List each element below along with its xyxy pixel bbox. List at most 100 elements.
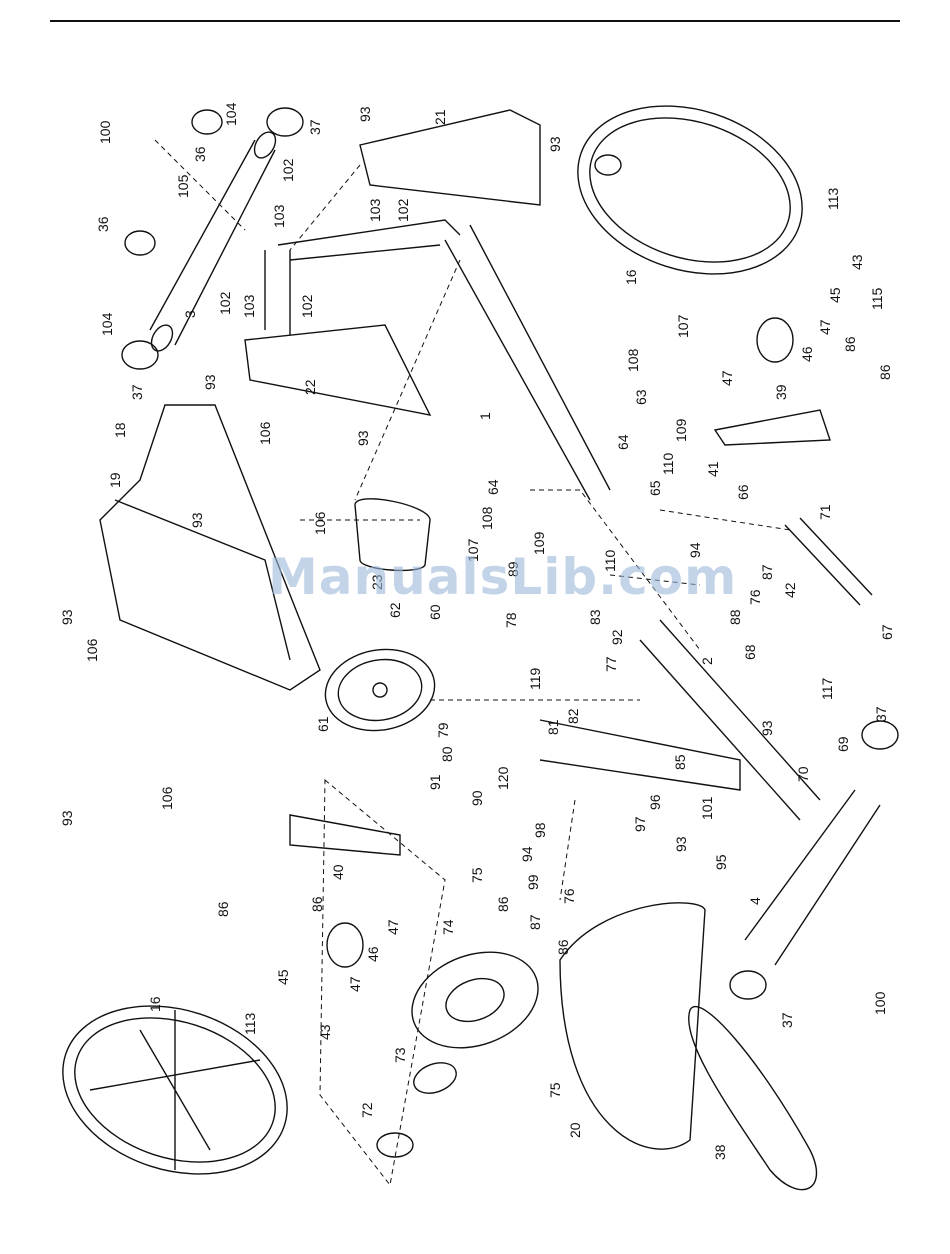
part-label-93: 93 bbox=[547, 136, 563, 152]
part-label-41: 41 bbox=[705, 461, 721, 477]
part-label-43: 43 bbox=[317, 1024, 333, 1040]
part-label-79: 79 bbox=[435, 722, 451, 738]
part-label-94: 94 bbox=[519, 846, 535, 862]
part-label-115: 115 bbox=[869, 287, 885, 310]
part-label-47: 47 bbox=[347, 976, 363, 992]
part-label-75: 75 bbox=[547, 1082, 563, 1098]
part-label-105: 105 bbox=[175, 174, 191, 198]
part-label-90: 90 bbox=[469, 790, 485, 806]
part-label-106: 106 bbox=[84, 638, 100, 662]
part-label-119: 119 bbox=[527, 667, 543, 690]
side-shield-right bbox=[577, 105, 803, 275]
part-label-83: 83 bbox=[587, 609, 603, 625]
part-label-40: 40 bbox=[330, 864, 346, 880]
part-label-81: 81 bbox=[545, 719, 561, 735]
part-label-22: 22 bbox=[302, 379, 318, 395]
crank-arm-left bbox=[289, 814, 401, 856]
upright-cover bbox=[359, 109, 541, 206]
part-label-93: 93 bbox=[202, 374, 218, 390]
part-label-120: 120 bbox=[495, 766, 511, 790]
part-label-86: 86 bbox=[495, 896, 511, 912]
part-label-82: 82 bbox=[565, 708, 581, 724]
part-label-43: 43 bbox=[849, 254, 865, 270]
part-label-93: 93 bbox=[189, 512, 205, 528]
part-label-61: 61 bbox=[315, 716, 331, 732]
part-label-107: 107 bbox=[675, 314, 691, 338]
part-label-108: 108 bbox=[625, 348, 641, 372]
part-label-110: 110 bbox=[602, 549, 618, 572]
part-label-77: 77 bbox=[603, 656, 619, 672]
part-label-69: 69 bbox=[835, 736, 851, 752]
part-label-46: 46 bbox=[799, 346, 815, 362]
header-rule bbox=[50, 20, 900, 22]
part-label-93: 93 bbox=[357, 106, 373, 122]
rear-frame bbox=[539, 619, 821, 821]
part-label-97: 97 bbox=[632, 816, 648, 832]
part-label-45: 45 bbox=[827, 287, 843, 303]
main-frame bbox=[264, 219, 461, 335]
front-shroud bbox=[99, 404, 321, 691]
part-label-4: 4 bbox=[747, 897, 763, 905]
part-label-75: 75 bbox=[469, 867, 485, 883]
part-label-103: 103 bbox=[271, 204, 287, 228]
part-label-117: 117 bbox=[819, 677, 835, 700]
part-label-76: 76 bbox=[561, 888, 577, 904]
part-label-87: 87 bbox=[527, 914, 543, 930]
part-label-76: 76 bbox=[747, 589, 763, 605]
seat-cover bbox=[354, 498, 431, 572]
crank-arm-right bbox=[713, 409, 831, 446]
part-label-86: 86 bbox=[555, 939, 571, 955]
part-label-64: 64 bbox=[485, 479, 501, 495]
part-label-93: 93 bbox=[59, 810, 75, 826]
part-label-93: 93 bbox=[673, 836, 689, 852]
drive-belt bbox=[688, 1005, 818, 1191]
part-label-103: 103 bbox=[241, 294, 257, 318]
part-label-21: 21 bbox=[432, 109, 448, 125]
part-label-18: 18 bbox=[112, 422, 128, 438]
part-label-20: 20 bbox=[567, 1122, 583, 1138]
part-label-73: 73 bbox=[392, 1047, 408, 1063]
part-label-78: 78 bbox=[503, 612, 519, 628]
part-label-37: 37 bbox=[873, 706, 889, 722]
part-label-47: 47 bbox=[719, 370, 735, 386]
part-label-87: 87 bbox=[759, 564, 775, 580]
part-label-113: 113 bbox=[242, 1012, 258, 1035]
part-label-68: 68 bbox=[742, 644, 758, 660]
part-label-60: 60 bbox=[427, 604, 443, 620]
part-label-36: 36 bbox=[95, 216, 111, 232]
idler-arm bbox=[784, 517, 873, 606]
part-label-86: 86 bbox=[842, 336, 858, 352]
part-label-92: 92 bbox=[609, 629, 625, 645]
part-label-1: 1 bbox=[477, 412, 493, 420]
part-label-89: 89 bbox=[505, 561, 521, 577]
belt-cover bbox=[559, 902, 706, 1150]
part-label-37: 37 bbox=[779, 1012, 795, 1028]
part-label-102: 102 bbox=[217, 291, 233, 315]
part-label-110: 110 bbox=[660, 452, 676, 475]
part-label-106: 106 bbox=[159, 786, 175, 810]
part-label-64: 64 bbox=[615, 434, 631, 450]
part-label-80: 80 bbox=[439, 746, 455, 762]
part-labels: 1 2 3 4 16 16 18 19 20 21 22 23 36 36 37… bbox=[59, 102, 895, 1160]
part-label-16: 16 bbox=[623, 269, 639, 285]
part-label-93: 93 bbox=[759, 720, 775, 736]
part-label-38: 38 bbox=[712, 1144, 728, 1160]
part-label-108: 108 bbox=[479, 506, 495, 530]
part-label-107: 107 bbox=[465, 538, 481, 562]
part-label-103: 103 bbox=[367, 198, 383, 222]
part-label-3: 3 bbox=[182, 310, 198, 318]
part-label-94: 94 bbox=[687, 542, 703, 558]
part-label-93: 93 bbox=[59, 609, 75, 625]
watermark-text: ManualsLib.com bbox=[268, 548, 738, 606]
part-label-98: 98 bbox=[532, 822, 548, 838]
part-label-99: 99 bbox=[525, 874, 541, 890]
part-label-37: 37 bbox=[307, 119, 323, 135]
part-label-86: 86 bbox=[215, 901, 231, 917]
part-label-100: 100 bbox=[97, 120, 113, 144]
part-label-86: 86 bbox=[309, 896, 325, 912]
part-label-63: 63 bbox=[633, 389, 649, 405]
part-label-36: 36 bbox=[192, 146, 208, 162]
flywheel bbox=[324, 648, 436, 732]
part-label-66: 66 bbox=[735, 484, 751, 500]
part-label-102: 102 bbox=[395, 198, 411, 222]
